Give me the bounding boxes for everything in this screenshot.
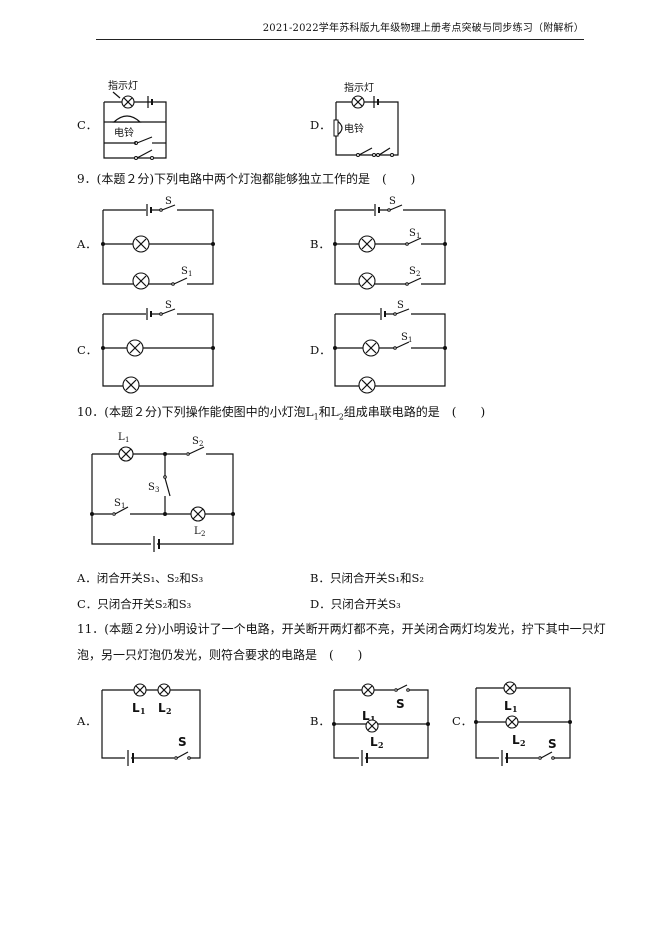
page-header: 2021-2022学年苏科版九年级物理上册考点突破与同步练习（附解析） [96,22,584,40]
svg-text:S: S [148,482,155,493]
q11-option-a-label: A． [77,714,97,728]
svg-text:1: 1 [121,502,125,510]
q10-answer-d: D．只闭合开关S₃ [310,597,401,611]
svg-text:2: 2 [378,740,384,750]
svg-text:1: 1 [408,336,412,344]
q9-option-c-label: C． [77,343,98,357]
svg-text:S: S [114,498,121,509]
svg-text:S: S [548,737,557,751]
svg-text:L: L [132,701,140,715]
svg-text:2: 2 [520,738,526,748]
svg-text:S: S [389,196,396,207]
svg-text:1: 1 [140,706,146,716]
svg-text:L: L [158,701,166,715]
svg-text:2: 2 [199,440,203,448]
q8-option-c-label: C． [77,118,98,132]
q8-circuit-d: 指示灯 电铃 [333,81,399,157]
svg-text:L: L [362,709,370,723]
q10-answer-c: C．只闭合开关S₂和S₃ [77,597,192,611]
q9-stem: 9．(本题２分)下列电路中两个灯泡都能够独立工作的是 ( ) [77,172,416,186]
q11-stem-line1: 11．(本题２分)小明设计了一个电路，开关断开两灯都不亮，开关闭合两灯均发光，拧… [77,622,606,636]
q8-circuit-c: 指示灯 电铃 [103,79,167,160]
svg-text:1: 1 [370,714,376,724]
svg-text:L: L [118,432,125,443]
q11-stem-line2: 泡，另一只灯泡仍发光，则符合要求的电路是 ( ) [77,648,363,662]
svg-text:L: L [504,699,512,713]
bell-icon [112,115,142,123]
svg-text:S: S [181,266,188,277]
svg-text:S: S [409,266,416,277]
q9-circuit-c: S [101,300,215,394]
indicator-lamp-label: 指示灯 [108,79,138,92]
svg-text:L: L [370,735,378,749]
svg-text:L: L [194,526,201,537]
q10-answer-b: B．只闭合开关S₁和S₂ [310,571,424,585]
indicator-lamp-label-d: 指示灯 [344,81,374,94]
q11-option-c-label: C． [452,714,473,728]
q10-answer-a: A．闭合开关S₁、S₂和S₃ [77,571,204,585]
q9-option-d-label: D． [310,343,331,357]
q11-option-b-label: B． [310,714,330,728]
svg-text:1: 1 [188,270,192,278]
svg-text:1: 1 [416,232,420,240]
svg-text:S: S [401,332,408,343]
svg-text:S: S [165,196,172,207]
svg-text:L: L [512,733,520,747]
svg-text:S: S [165,300,172,311]
svg-text:3: 3 [155,486,159,494]
bell-label-d: 电铃 [344,122,364,135]
bell-label: 电铃 [114,126,134,139]
svg-text:2: 2 [166,706,172,716]
svg-text:S: S [178,735,187,749]
svg-text:1: 1 [125,436,129,444]
svg-text:1: 1 [512,704,518,714]
svg-text:S: S [397,300,404,311]
q10-stem: 10．(本题２分)下列操作能使图中的小灯泡L1和L2组成串联电路的是 ( ) [77,405,486,422]
q9-option-a-label: A． [77,237,97,251]
svg-text:S: S [396,697,405,711]
q8-option-d-label: D． [310,118,331,132]
svg-text:S: S [192,436,199,447]
svg-text:2: 2 [416,270,420,278]
svg-text:2: 2 [201,530,205,538]
svg-text:S: S [409,228,416,239]
q9-option-b-label: B． [310,237,330,251]
